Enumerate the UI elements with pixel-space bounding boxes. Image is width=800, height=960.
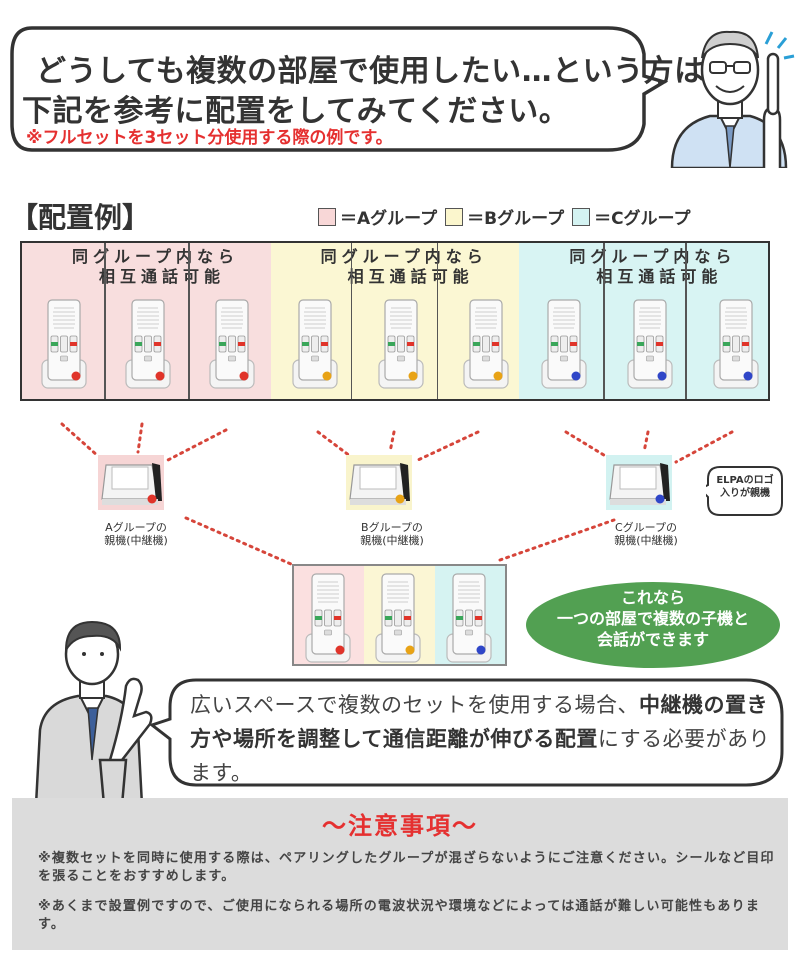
legend-label-b: ＝Bグループ <box>467 209 565 229</box>
handset-c-1 <box>540 298 588 390</box>
dotted-connection-line <box>674 430 734 464</box>
handset-c-3 <box>712 298 760 390</box>
note-item-2: ※あくまで設置例ですので、ご使用になられる場所の電波状況や環境などによっては通話… <box>38 899 761 932</box>
bottom-bubble-seg-1: 広いスペースで複数のセットを使用する場合、 <box>190 693 639 717</box>
group-b-label: 同グループ内なら 相互通話可能 <box>321 247 488 287</box>
caution-notes-panel: ～注意事項～ ※複数セットを同時に使用する際は、ペアリングしたグループが混ざらな… <box>12 798 788 950</box>
parent-caption-a: Aグループの 親機(中継機) <box>96 521 176 547</box>
placement-diagram: 同グループ内なら 相互通話可能 同グループ内なら 相互通話可能 同グループ内なら… <box>20 241 770 401</box>
bottom-bubble-seg-3: にする必要があります。 <box>190 727 771 785</box>
green-badge-line-3: 会話ができます <box>596 630 709 649</box>
dotted-connection-line <box>166 428 228 462</box>
legend-label-c: ＝Cグループ <box>594 209 691 229</box>
parent-caption-c: Cグループの 親機(中継機) <box>606 521 686 547</box>
parent-caption-b: Bグループの 親機(中継機) <box>352 521 432 547</box>
bottom-bubble-text: 広いスペースで複数のセットを使用する場合、中継機の置き方や場所を調整して通信距離… <box>190 688 775 790</box>
dotted-connection-line <box>136 422 144 454</box>
group-b-label-line-1: 同グループ内なら <box>320 247 488 266</box>
handset-b-2 <box>377 298 425 390</box>
dotted-connection-line <box>60 422 100 458</box>
combined-handset-b-device <box>374 572 422 668</box>
handset-a-2 <box>124 298 172 390</box>
green-badge <box>526 582 780 668</box>
elpa-note-text: ELPAのロゴ入りが親機 <box>716 475 774 499</box>
thinking-man-illustration <box>30 610 170 807</box>
unit-divider <box>188 243 190 399</box>
parent-caption-b-line-1: Bグループの <box>361 521 423 534</box>
handset-b-1 <box>291 298 339 390</box>
dotted-connection-line <box>416 430 480 462</box>
unit-divider <box>603 243 605 399</box>
legend-swatch-b <box>445 207 464 226</box>
parent-caption-b-line-2: 親機(中継機) <box>360 534 424 547</box>
group-legend: ＝Aグループ ＝Bグループ ＝Cグループ <box>318 204 699 229</box>
parent-device-b <box>346 455 412 510</box>
dotted-connection-line <box>184 516 302 570</box>
parent-caption-c-line-2: 親機(中継機) <box>614 534 678 547</box>
legend-label-a: ＝Aグループ <box>340 209 438 229</box>
parent-caption-c-line-1: Cグループの <box>614 521 678 534</box>
group-a-label: 同グループ内なら 相互通話可能 <box>72 247 239 287</box>
unit-divider <box>104 243 106 399</box>
unit-divider <box>685 243 687 399</box>
unit-divider <box>436 243 439 399</box>
green-badge-line-2: 一つの部屋で複数の子機と <box>556 609 749 628</box>
handset-b-3 <box>462 298 510 390</box>
group-b-label-line-2: 相互通話可能 <box>347 267 474 286</box>
handset-a-3 <box>208 298 256 390</box>
group-c-label-line-1: 同グループ内なら <box>569 247 737 266</box>
combined-handset-a <box>294 566 365 664</box>
unit-divider <box>350 243 353 399</box>
legend-swatch-c <box>572 207 591 226</box>
parent-device-a <box>98 455 164 510</box>
legend-item-a: ＝Aグループ <box>318 204 437 229</box>
group-c-label: 同グループ内なら 相互通話可能 <box>569 247 736 287</box>
top-bubble-line-2: 下記を参考に配置をしてみてください。 <box>22 94 570 129</box>
legend-item-c: ＝Cグループ <box>572 204 691 229</box>
combined-handset-c-device <box>445 572 493 668</box>
group-c-label-line-2: 相互通話可能 <box>596 267 723 286</box>
bottom-bubble-emphasis: 中継機の置き方や場所を調整して通信距離が伸びる配置 <box>190 693 768 751</box>
man-pointing-illustration <box>660 8 800 170</box>
dotted-connection-line <box>316 430 352 458</box>
dotted-connection-line <box>498 518 616 562</box>
parent-caption-a-line-1: Aグループの <box>105 521 167 534</box>
legend-swatch-a <box>318 207 336 226</box>
dotted-connection-line <box>642 430 650 454</box>
handset-a-1 <box>40 298 88 390</box>
group-a-label-line-1: 同グループ内なら <box>72 247 240 266</box>
note-item-1: ※複数セットを同時に使用する際は、ペアリングしたグループが混ざらないようにご注意… <box>38 851 775 884</box>
top-speech-bubble: どうしても複数の部屋で使用したい…という方は 下記を参考に配置をしてみてください… <box>8 24 704 154</box>
legend-item-b: ＝Bグループ <box>445 204 564 229</box>
bottom-speech-bubble <box>150 678 784 787</box>
elpa-note-bubble <box>706 466 783 516</box>
combined-handset-b <box>364 566 435 664</box>
green-badge-line-1: これなら <box>620 588 685 607</box>
parent-caption-a-line-2: 親機(中継機) <box>104 534 168 547</box>
group-a-label-line-2: 相互通話可能 <box>99 267 226 286</box>
handset-c-2 <box>626 298 674 390</box>
top-bubble-line-1: どうしても複数の部屋で使用したい…という方は <box>36 54 705 89</box>
dotted-connection-line <box>388 430 396 454</box>
notes-title: ～注意事項～ <box>322 812 478 840</box>
combined-handsets-photo <box>292 564 507 666</box>
parent-device-c <box>606 455 672 510</box>
combined-handset-a-device <box>304 572 352 668</box>
green-badge-text: これなら 一つの部屋で複数の子機と 会話ができます <box>524 587 782 650</box>
combined-handset-c <box>434 566 505 664</box>
top-bubble-note: ※フルセットを3セット分使用する際の例です。 <box>26 128 393 148</box>
section-heading: 【配置例】 <box>10 201 151 234</box>
